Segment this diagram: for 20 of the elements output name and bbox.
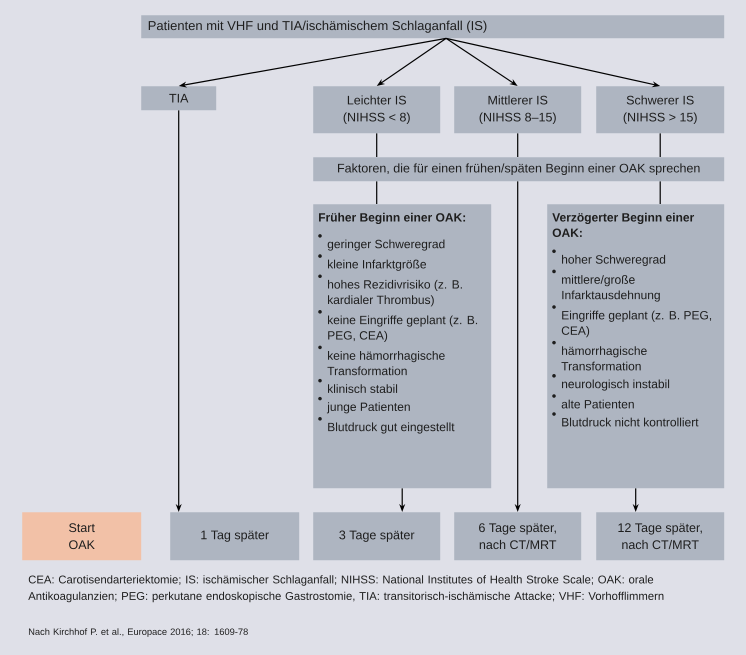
process-box: Mittlerer IS (NIHSS 8–15) bbox=[454, 86, 582, 134]
process-box: Schwerer IS (NIHSS > 15) bbox=[596, 86, 724, 134]
footnote: CEA: Carotisendarteriektomie; IS: ischämischer Schlaganfall; NIHSS: National Institutes of Health Stroke Scale; OAK: orale Antikoagulanzien; PEG: perkutane endoskopische Gastrostomie, TIA: transitorisch-ischämische Attacke; VHF: Vorhofflimmern bbox=[28, 575, 664, 602]
process-box: TIA bbox=[141, 86, 216, 110]
process-box: 1 Tag später bbox=[170, 512, 300, 560]
connector-line bbox=[660, 181, 661, 204]
process-box: 6 Tage später, nach CT/MRT bbox=[454, 512, 582, 560]
connector-line bbox=[660, 133, 661, 157]
process-box: Faktoren, die für einen frühen/späten Beginn einer OAK sprechen bbox=[313, 157, 724, 182]
process-box: Leichter IS (NIHSS < 8) bbox=[313, 86, 440, 134]
connector-line bbox=[517, 133, 518, 157]
connector-line bbox=[376, 133, 378, 157]
process-box: 12 Tage später, nach CT/MRT bbox=[596, 512, 724, 560]
heading-box: Patienten mit VHF und TIA/ischämischem Schlaganfall (IS) bbox=[141, 15, 724, 38]
source-note: Nach Kirchhof P. et al., Europace 2016; 18: 1609-78 bbox=[28, 628, 248, 637]
criteria-box: Verzögerter Beginn einer OAK: hoher Schweregrad mittlere/große Infarktausdehnung Eingriffe geplant (z. B. PEG, CEA) hämorrhagische Transformation neurologisch instabil alte Patienten Blutdruck nicht kontrolliert bbox=[547, 204, 724, 488]
criteria-box: Früher Beginn einer OAK: geringer Schweregrad kleine Infarktgröße hohes Rezidivrisiko (z. B. kardialer Thrombus) keine Eingriffe geplant (z. B. PEG, CEA) keine hämorrhagische Transformation klinisch stabil junge Patienten Blutdruck gut eingestellt bbox=[313, 204, 492, 488]
connector-line bbox=[376, 181, 378, 204]
process-box: 3 Tage später bbox=[313, 512, 440, 560]
process-box: Start OAK bbox=[22, 512, 142, 560]
